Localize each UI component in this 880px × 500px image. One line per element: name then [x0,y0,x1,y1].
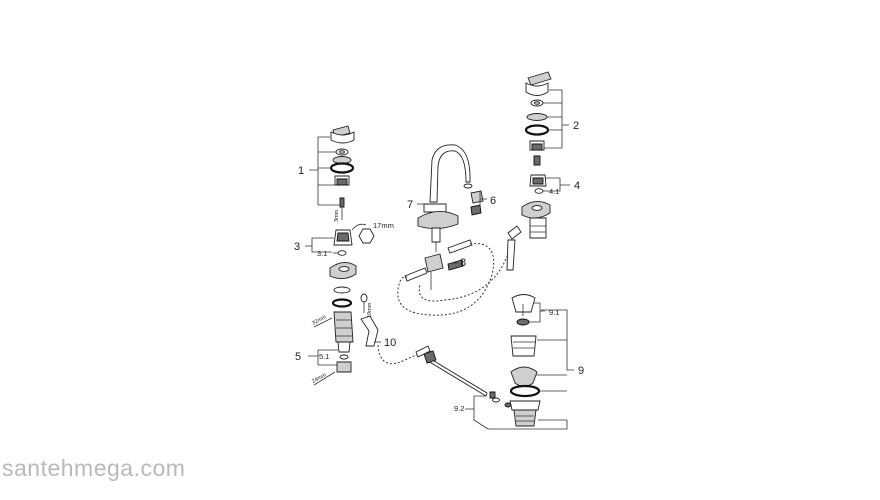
callout-3: 3 [294,241,300,253]
callout-9-2: 9.2 [454,404,464,413]
drain-assembly [415,294,541,427]
dim-17mm: 17mm [373,221,394,230]
dim-3mm: 3mm [334,209,340,222]
watermark: santehmega.com [2,455,186,481]
dim-32mm: 32mm [311,314,328,327]
center-spout-assembly [377,144,522,365]
callout-1: 1 [298,165,304,177]
leaders-right [543,89,570,192]
leaders-drain [465,302,574,430]
callout-4-1: 4.1 [549,187,559,196]
callout-9: 9 [578,365,584,377]
callout-8: 8 [460,257,466,269]
callout-7: 7 [407,199,413,211]
leaders-left [305,136,381,366]
callout-5-1: 5.1 [319,352,329,361]
callout-4: 4 [574,180,580,192]
callout-6: 6 [490,195,496,207]
callout-2: 2 [573,120,579,132]
leaders-center [417,192,487,264]
dim-19mm: 19mm [367,302,373,318]
right-valve-assembly [521,71,552,239]
callout-9-1: 9.1 [549,308,559,317]
callout-3-1: 3.1 [317,249,327,258]
callout-10: 10 [384,337,396,349]
callout-5: 5 [295,351,301,363]
